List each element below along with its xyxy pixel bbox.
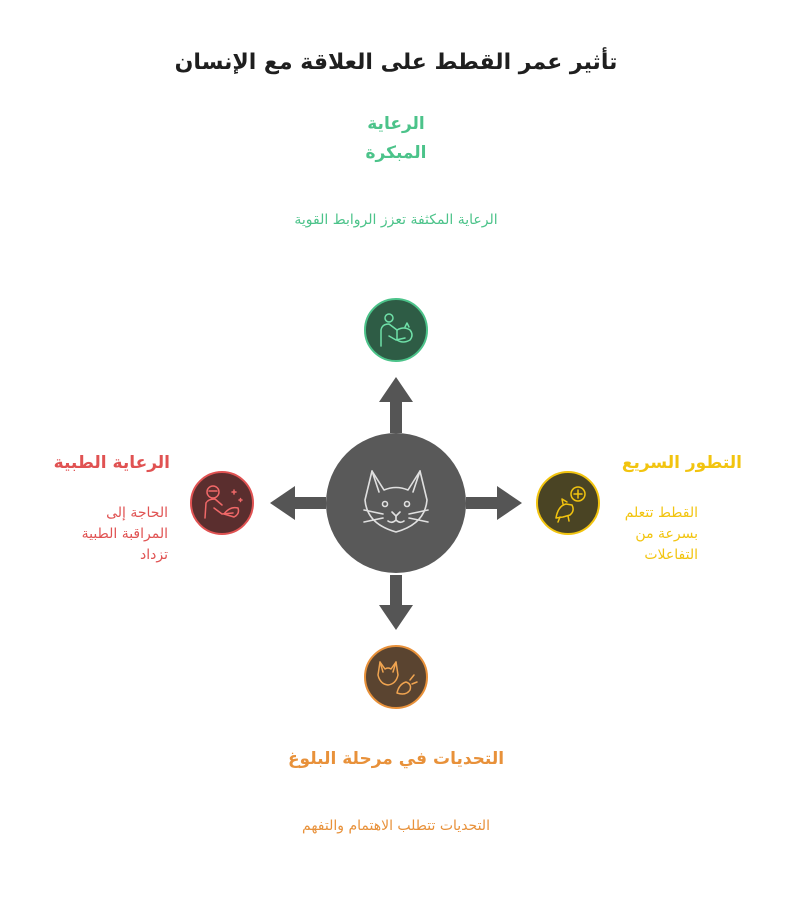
left-text-line1: الحاجة إلى: [106, 505, 168, 521]
playing-kitten-icon: [555, 486, 586, 523]
left-text: الحاجة إلى المراقبة الطبية تزداد: [50, 503, 168, 566]
arrow-up: [379, 377, 413, 433]
top-heading-line2: المبكرة: [365, 143, 427, 163]
bottom-node-circle: [364, 645, 428, 709]
top-text: الرعاية المكثفة تعزز الروابط القوية: [294, 212, 498, 228]
cat-with-toy-icon: [377, 661, 418, 695]
center-circle: [326, 433, 466, 573]
right-text-line1: القطط تتعلم: [624, 505, 698, 521]
bottom-text: التحديات تتطلب الاهتمام والتفهم: [302, 818, 490, 834]
top-heading: الرعاية المبكرة: [296, 110, 496, 168]
arrow-down: [379, 575, 413, 630]
right-text-line2: بسرعة من: [635, 526, 698, 542]
person-holding-kitten-icon: [380, 313, 413, 347]
right-heading: التطور السريع: [621, 453, 742, 473]
right-text-line3: التفاعلات: [644, 547, 698, 563]
left-node-circle: [190, 471, 254, 535]
vet-examining-cat-icon: [204, 485, 243, 519]
right-node-circle: [536, 471, 600, 535]
left-heading: الرعاية الطبية: [53, 453, 170, 473]
arrows: [270, 377, 522, 630]
page-title: تأثير عمر القطط على العلاقة مع الإنسان: [174, 50, 618, 75]
arrow-left: [270, 486, 326, 520]
right-text: القطط تتعلم بسرعة من التفاعلات: [600, 503, 698, 566]
left-text-line2: المراقبة الطبية: [81, 526, 168, 542]
bottom-heading: التحديات في مرحلة البلوغ: [287, 749, 505, 769]
cat-face-icon: [363, 470, 429, 533]
left-text-line3: تزداد: [140, 547, 168, 563]
arrow-right: [466, 486, 522, 520]
top-heading-line1: الرعاية: [367, 114, 425, 134]
